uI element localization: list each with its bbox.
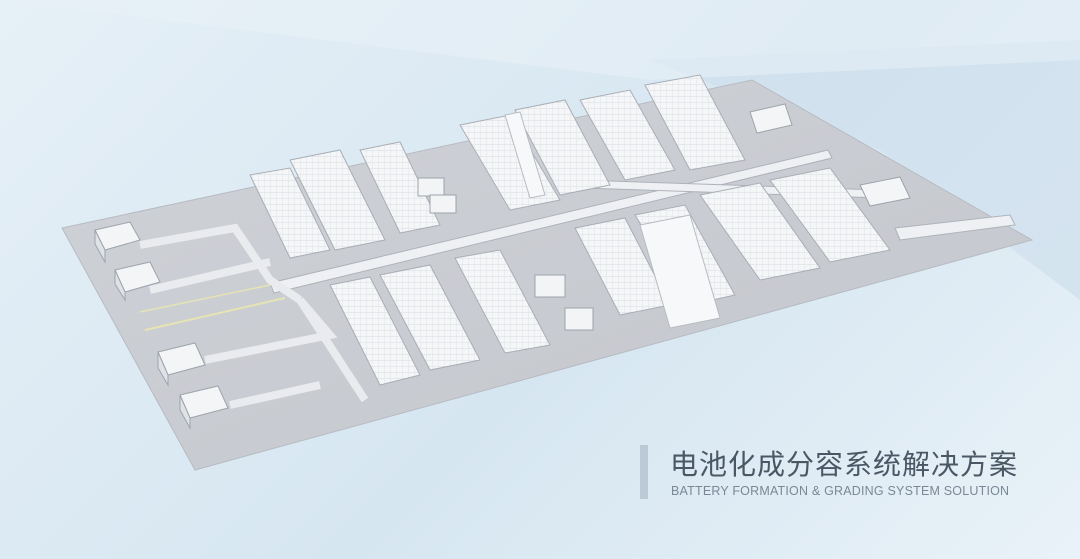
banner-title-block: 电池化成分容系统解决方案 BATTERY FORMATION & GRADING… <box>640 443 1060 503</box>
left-machine-4 <box>179 385 229 430</box>
left-conveyor <box>149 258 271 294</box>
partition-wall <box>639 214 721 329</box>
right-machine <box>749 103 793 134</box>
equipment-box <box>417 177 445 197</box>
right-conveyor <box>894 214 1016 241</box>
equipment-box <box>564 307 594 331</box>
floor-marking <box>139 284 271 313</box>
banner-title-cn: 电池化成分容系统解决方案 <box>670 448 1019 481</box>
banner-title-en: BATTERY FORMATION & GRADING SYSTEM SOLUT… <box>671 484 1010 498</box>
left-machine-3 <box>157 342 206 387</box>
left-machine-1 <box>94 221 141 264</box>
equipment-box <box>534 274 566 298</box>
left-conveyor <box>229 381 321 409</box>
rack-row-front <box>329 167 891 386</box>
equipment-box <box>429 194 457 214</box>
title-accent-bar <box>640 445 648 499</box>
rack-row-back <box>249 74 746 259</box>
floor-marking <box>144 297 286 331</box>
left-conveyor <box>204 297 369 403</box>
partition-wall <box>504 111 546 199</box>
left-machine-2 <box>114 261 161 302</box>
right-machine <box>859 176 911 207</box>
left-conveyor <box>139 223 303 304</box>
